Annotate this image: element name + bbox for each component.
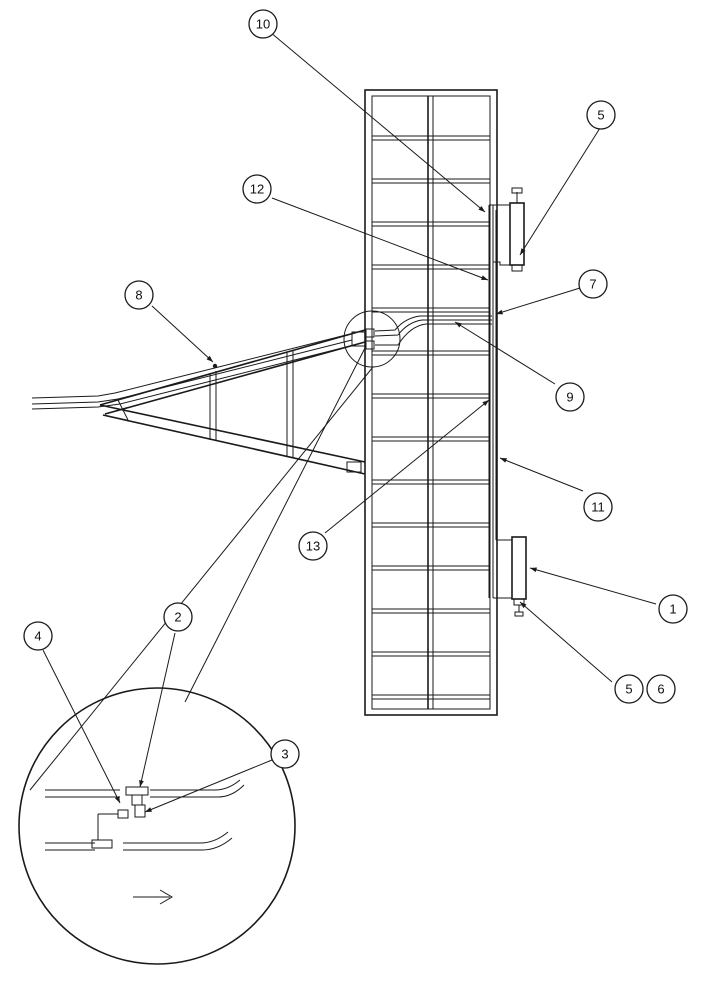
callout-12-label: 12 <box>250 182 264 197</box>
callout-8: 8 <box>124 280 154 310</box>
callout-2: 2 <box>163 602 193 632</box>
tongue-hoses <box>31 333 355 410</box>
callout-1: 1 <box>658 594 688 624</box>
callout-3-label: 3 <box>281 747 288 762</box>
callout-4: 4 <box>23 621 53 651</box>
callout-2-label: 2 <box>174 610 181 625</box>
callout-4-label: 4 <box>34 629 41 644</box>
callout-7-label: 7 <box>589 277 596 292</box>
callout-13: 13 <box>298 531 328 561</box>
callout-8-label: 8 <box>135 288 142 303</box>
ladder-frame <box>364 89 498 716</box>
callout-5-upper: 5 <box>586 100 616 130</box>
callout-5-upper-label: 5 <box>597 108 604 123</box>
callouts: 10 5 12 7 8 9 13 11 <box>23 9 688 769</box>
callout-9: 9 <box>555 382 585 412</box>
callout-3: 3 <box>270 739 300 769</box>
callout-10-label: 10 <box>256 17 270 32</box>
callout-6: 6 <box>646 674 676 704</box>
hitch-tongue <box>99 329 366 475</box>
callout-1-label: 1 <box>669 602 676 617</box>
leader-lines <box>42 31 657 813</box>
callout-5-lower: 5 <box>614 674 644 704</box>
callout-11-label: 11 <box>591 500 605 515</box>
rail-hoses <box>488 204 512 599</box>
callout-11: 11 <box>583 492 613 522</box>
callout-12: 12 <box>242 174 272 204</box>
callout-7: 7 <box>578 269 608 299</box>
detail-view <box>18 345 374 965</box>
lower-cylinder <box>511 536 527 617</box>
tee-junction <box>343 310 401 368</box>
callout-6-label: 6 <box>657 682 664 697</box>
cross-hoses <box>374 315 492 346</box>
callout-13-label: 13 <box>306 539 320 554</box>
callout-10: 10 <box>248 9 278 39</box>
callout-9-label: 9 <box>566 390 573 405</box>
upper-cylinder <box>509 187 525 272</box>
callout-5-lower-label: 5 <box>625 682 632 697</box>
